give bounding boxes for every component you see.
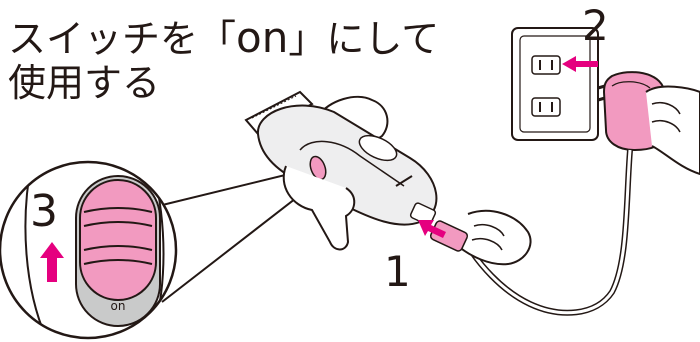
plug-in-hand (429, 211, 530, 264)
switch-slider[interactable] (80, 180, 156, 300)
ac-adapter (598, 72, 700, 174)
hair-clipper (246, 92, 436, 250)
step-1-number: 1 (384, 247, 411, 296)
title-on-word: on (236, 13, 288, 62)
plug-connector (429, 220, 468, 252)
hand-holding-adapter (646, 87, 700, 174)
title-line-1: スイッチを「on」にして (8, 13, 439, 62)
switch-on-label: on (111, 299, 126, 313)
switch-zoom-circle: on 3 (0, 158, 179, 342)
title-line-1-prefix: スイッチを「 (8, 17, 236, 61)
instruction-title: スイッチを「on」にして 使用する (8, 13, 439, 105)
title-line-1-suffix: 」にして (288, 17, 439, 61)
step-2-number: 2 (582, 1, 609, 50)
title-line-2: 使用する (8, 61, 160, 105)
hand-holding-plug (458, 211, 531, 264)
step-3-number: 3 (30, 186, 58, 237)
